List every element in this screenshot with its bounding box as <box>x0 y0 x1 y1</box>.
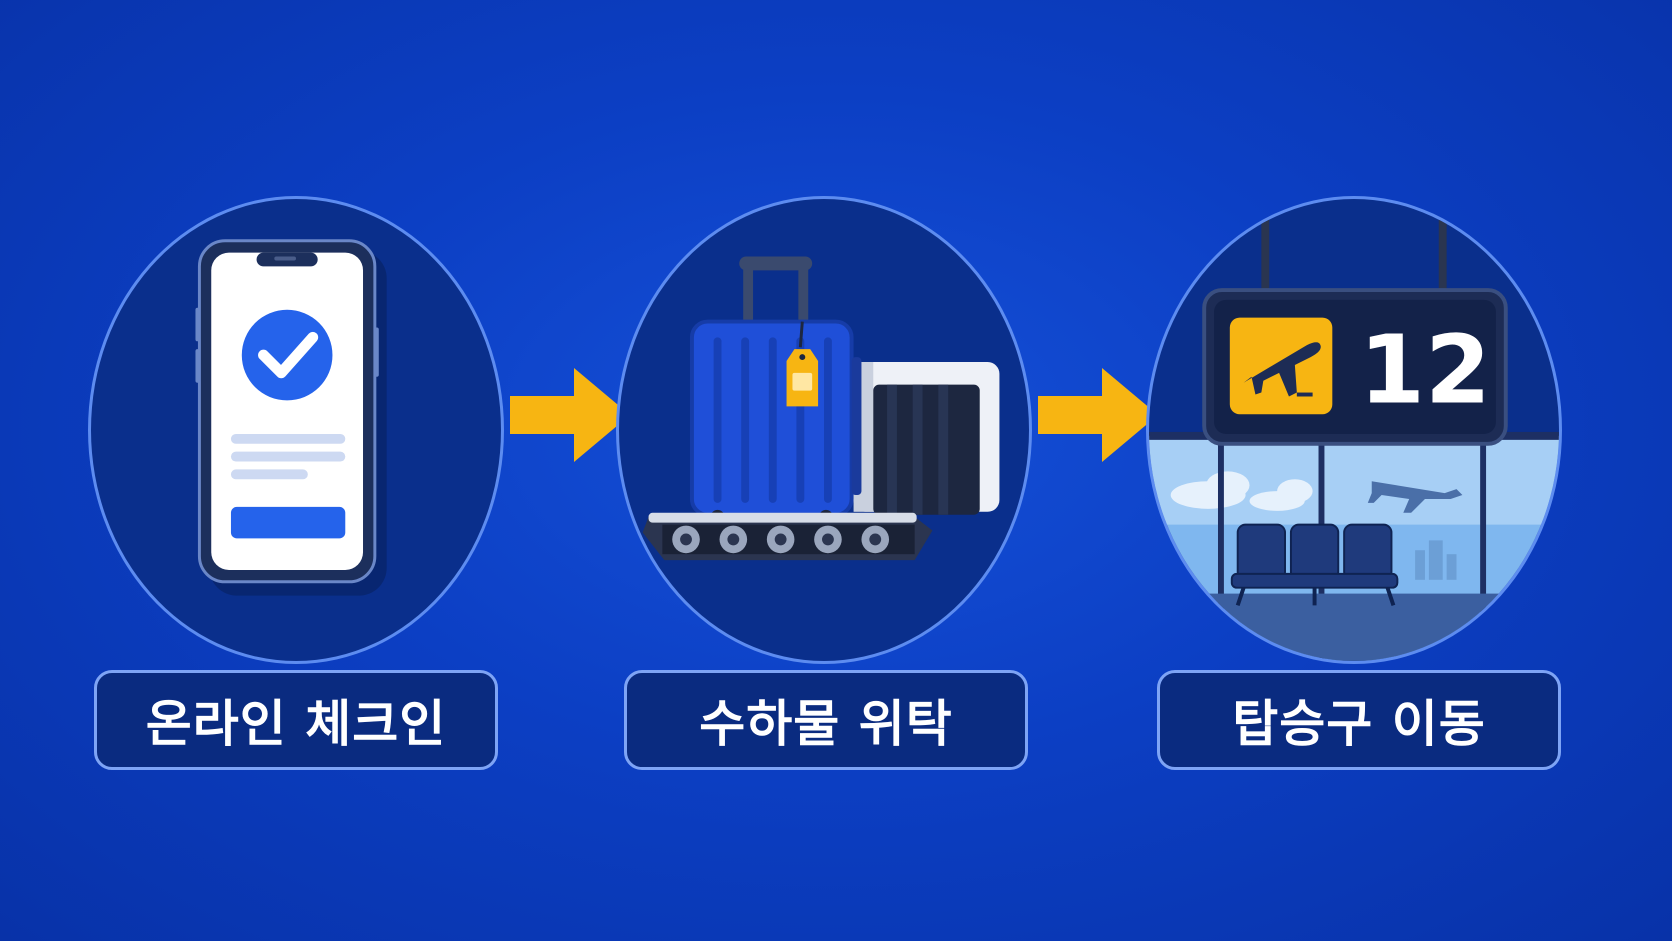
step-boarding-gate-circle: 12 <box>1146 196 1562 664</box>
step-online-checkin-circle <box>88 196 504 664</box>
arrow-right-icon <box>1038 368 1158 462</box>
step-label-online-checkin: 온라인 체크인 <box>94 670 498 770</box>
boarding-gate-icon: 12 <box>1149 199 1559 661</box>
gate-number: 12 <box>1359 315 1491 425</box>
luggage-conveyor-icon <box>642 256 1000 561</box>
step-baggage-drop-circle <box>616 196 1032 664</box>
step-label-baggage-drop: 수하물 위탁 <box>624 670 1028 770</box>
step-label-boarding-gate: 탑승구 이동 <box>1157 670 1561 770</box>
phone-check-icon <box>195 239 387 596</box>
arrow-right-icon <box>510 368 630 462</box>
